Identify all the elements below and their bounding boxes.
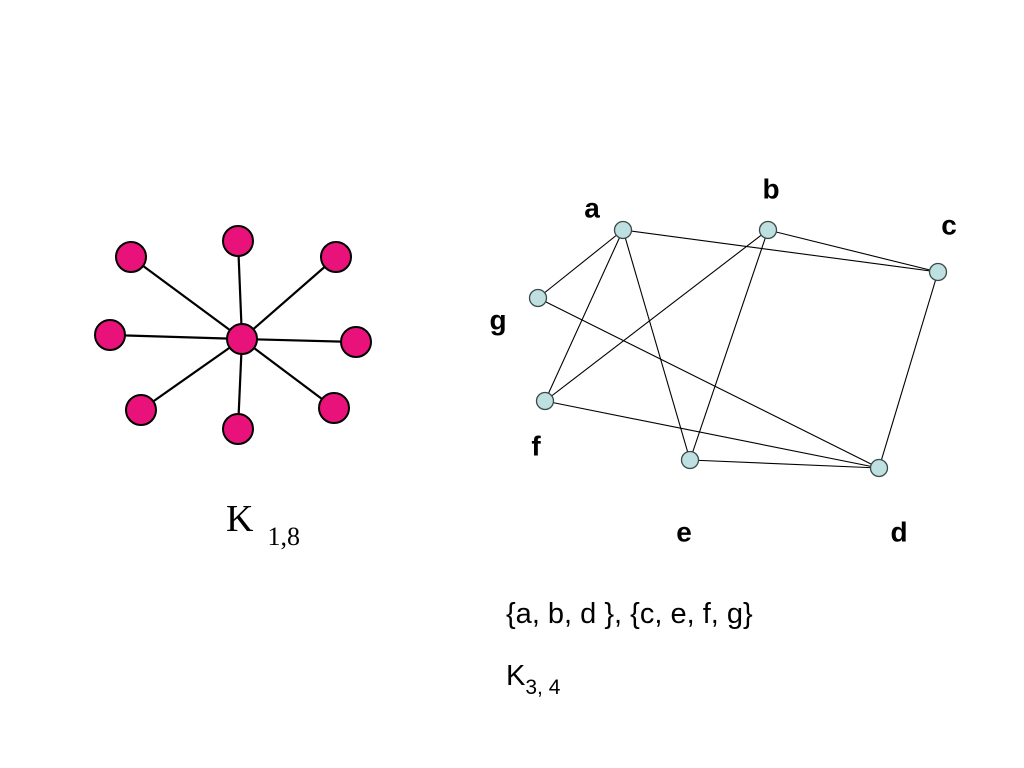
k18-subscript: 1,8: [267, 522, 300, 551]
vertex-label-a: a: [584, 192, 600, 223]
vertex-label-c: c: [941, 209, 957, 240]
vertex-label-g: g: [489, 304, 506, 335]
vertex-b: [758, 220, 778, 240]
edge-a-g: [537, 229, 624, 299]
star-leaf-node: [125, 394, 157, 426]
bipartite-vertices: [528, 220, 948, 478]
vertex-label-b: b: [762, 173, 779, 204]
star-edge: [236, 240, 244, 340]
edge-d-e: [689, 459, 880, 469]
edge-b-e: [689, 229, 769, 461]
k34-subscript: 3, 4: [525, 676, 561, 699]
star-leaf-node: [222, 413, 254, 445]
edge-d-f: [544, 400, 880, 469]
edge-c-d: [878, 271, 939, 469]
vertex-g: [528, 288, 548, 308]
star-leaf-node: [115, 241, 147, 273]
star-graph-caption: K 1,8: [226, 497, 300, 551]
vertex-c: [928, 262, 948, 282]
star-graph-k18: [94, 225, 372, 445]
star-leaf-node: [340, 326, 372, 358]
star-edge: [140, 338, 243, 411]
vertex-e: [680, 450, 700, 470]
star-center-node: [226, 323, 258, 355]
star-leaf-node: [94, 319, 126, 351]
bipartite-edges: [537, 229, 939, 469]
vertex-f: [535, 391, 555, 411]
k18-main: K: [226, 498, 254, 540]
vertex-d: [869, 458, 889, 478]
star-edge: [130, 256, 243, 340]
edge-d-g: [537, 297, 880, 469]
k34-caption: K3, 4: [506, 660, 560, 699]
edge-a-f: [544, 229, 624, 402]
star-edge: [241, 256, 337, 340]
edge-b-f: [544, 229, 769, 402]
vertex-label-f: f: [531, 430, 541, 461]
bipartite-vertex-labels: a b c d e f g: [489, 173, 956, 547]
k34-main: K: [506, 660, 526, 692]
star-edge: [241, 337, 357, 344]
star-leaf-node: [320, 241, 352, 273]
vertex-label-d: d: [890, 516, 907, 547]
star-edge: [241, 338, 335, 409]
star-edge: [109, 333, 243, 341]
edge-a-e: [622, 229, 691, 461]
vertex-label-e: e: [676, 516, 692, 547]
edge-a-c: [622, 229, 939, 273]
partition-sets: {a, b, d }, {c, e, f, g}: [506, 598, 753, 630]
star-leaf-node: [318, 392, 350, 424]
edge-b-c: [767, 229, 939, 273]
vertex-a: [613, 220, 633, 240]
star-leaf-node: [222, 225, 254, 257]
